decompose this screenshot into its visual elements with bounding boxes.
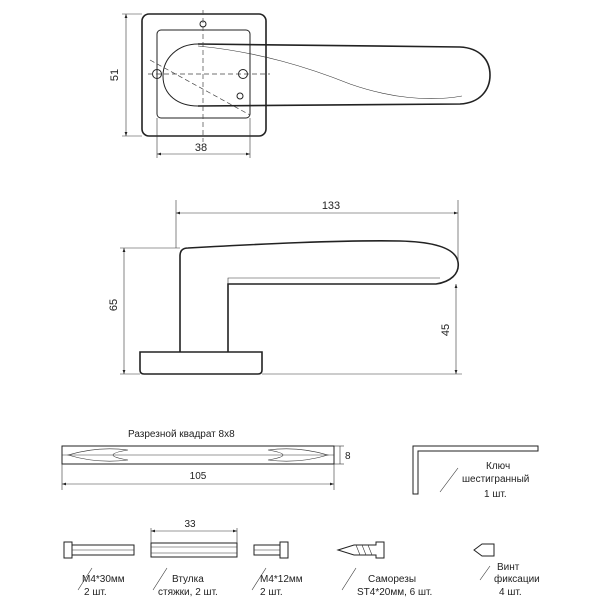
bolt-m4x30-group: М4*30мм 2 шт. [63,541,135,598]
sleeve-qty: стяжки, 2 шт. [158,587,218,598]
handle-side-inner-line [227,277,440,284]
rosette-outer-square [141,13,267,137]
hex-key-label-line2: шестигранный [462,474,529,485]
set-screw-group: Винт фиксации 4 шт. [473,543,540,598]
bolt-m4x12-qty: 2 шт. [260,587,283,598]
sleeve-group: 33 Втулка стяжки, 2 шт. [150,519,238,598]
square-bar-group: Разрезной квадрат 8x8 8 105 [61,429,351,490]
bolt-m4x12-group: М4*12мм 2 шт. [251,541,303,598]
hex-key-qty: 1 шт. [484,489,507,500]
screw-hole-bottom [236,92,244,100]
dimension-65-label: 65 [108,299,120,311]
self-tapping-screw [336,541,385,559]
bolt-m4x30-name: М4*30мм [82,574,125,585]
top-view: 51 38 [109,10,491,158]
set-screw-label-line2: фиксации [494,573,540,585]
dimension-133-label: 133 [322,200,340,212]
self-tapping-screw-group: Саморезы ST4*20мм, 6 шт. [336,541,432,598]
sleeve [150,542,238,558]
handle-neck-outline [162,43,199,107]
dimension-33-label: 33 [184,519,196,530]
rosette-base-side [139,351,263,375]
hex-key [412,445,539,495]
square-bar-title: Разрезной квадрат 8x8 [128,429,235,440]
sleeve-name: Втулка [172,574,204,585]
side-view: 133 65 45 [108,200,462,375]
square-bar-slot-left [66,448,129,462]
dimension-38-label: 38 [195,142,207,154]
dimension-51-label: 51 [109,69,121,81]
bolt-m4x12-head [279,541,289,559]
self-tapping-screw-name: Саморезы [368,574,416,585]
dimension-45-label: 45 [440,324,452,336]
dimension-105-label: 105 [190,471,207,482]
self-tapping-screw-qty: ST4*20мм, 6 шт. [357,587,432,598]
set-screw [473,543,495,557]
handle-side-profile [179,240,460,352]
handle-twist-curve [197,45,463,99]
handle-lever-top-view [197,43,491,107]
bolt-m4x30-head [63,541,73,559]
set-screw-qty: 4 шт. [499,587,522,598]
set-screw-label-line1: Винт [497,562,520,573]
square-bar-slot-right [267,448,330,462]
hex-key-group: Ключ шестигранный 1 шт. [412,445,539,500]
bolt-m4x12-name: М4*12мм [260,574,303,585]
bolt-m4x30-qty: 2 шт. [84,587,107,598]
dimension-8-label: 8 [345,451,351,462]
centerline-diagonal [149,59,251,116]
hex-key-label-line1: Ключ [486,461,510,472]
